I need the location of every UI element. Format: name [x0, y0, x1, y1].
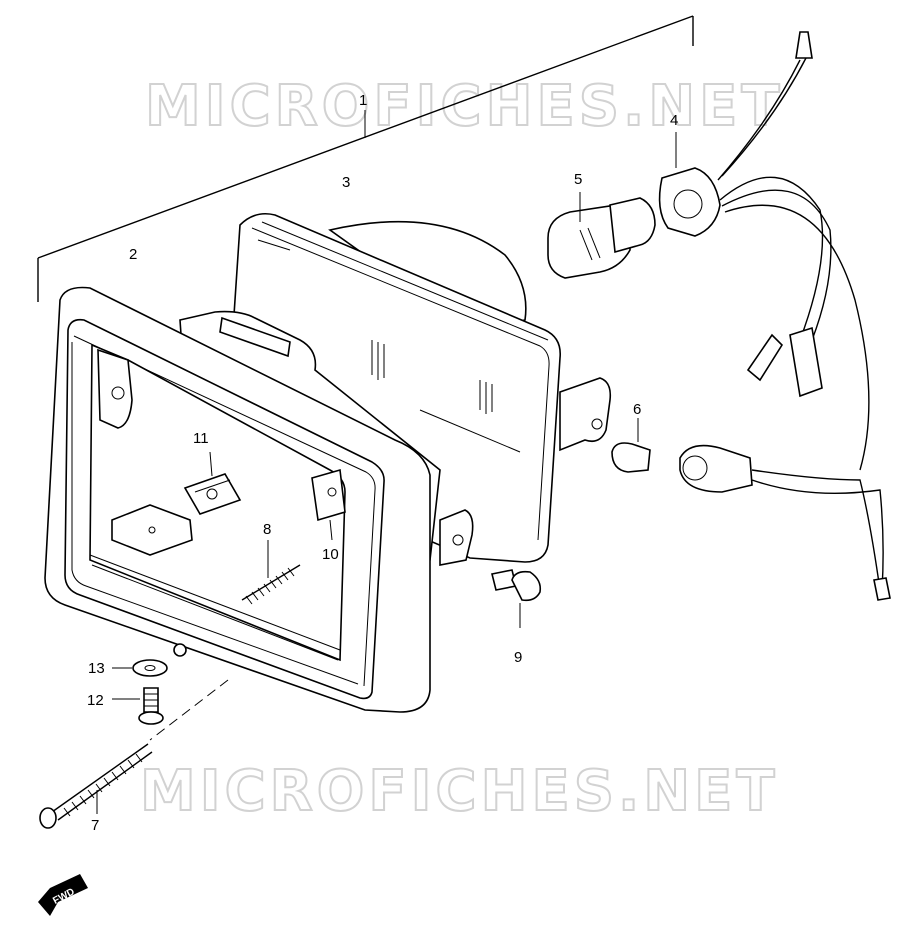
- callout-9: 9: [514, 649, 522, 666]
- callout-8: 8: [263, 521, 271, 538]
- headlamp-bulb: [547, 192, 656, 279]
- position-socket: [679, 444, 891, 601]
- callout-12: 12: [87, 692, 104, 709]
- bolt: [112, 687, 164, 725]
- wire-connectors: [746, 326, 823, 398]
- callout-13: 13: [88, 660, 105, 677]
- callout-10: 10: [322, 546, 339, 563]
- callout-5: 5: [574, 171, 582, 188]
- bracket-clip: [311, 468, 346, 541]
- position-bulb: [611, 418, 651, 473]
- callout-2: 2: [129, 246, 137, 263]
- forward-direction-badge: FWD: [38, 874, 88, 916]
- callout-1: 1: [359, 92, 367, 109]
- bulb-socket: [658, 31, 870, 471]
- callout-6: 6: [633, 401, 641, 418]
- washer: [112, 659, 168, 677]
- callout-3: 3: [342, 174, 350, 191]
- callout-4: 4: [670, 112, 678, 129]
- callout-7: 7: [91, 817, 99, 834]
- mounting-screw: [491, 569, 542, 628]
- watermark-top: MICROFICHES.NET: [145, 74, 784, 139]
- watermark-bottom: MICROFICHES.NET: [140, 759, 779, 824]
- clip-nut: [183, 451, 242, 515]
- adjuster-spring: [241, 540, 301, 605]
- callout-11: 11: [193, 430, 209, 447]
- assembly-bracket: [37, 15, 694, 302]
- long-screw: [39, 743, 153, 829]
